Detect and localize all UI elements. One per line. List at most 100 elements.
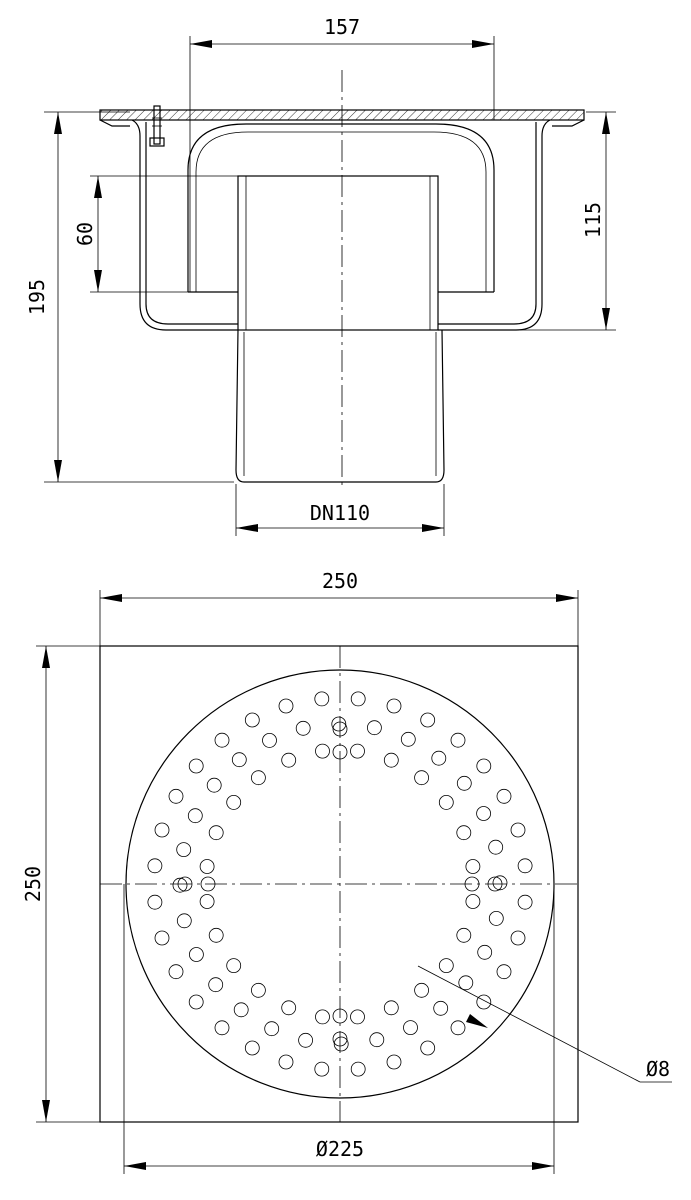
dimension-body-height-label: 115 (581, 202, 605, 238)
drain-hole (214, 1020, 230, 1036)
drain-hole (456, 825, 472, 841)
drain-hole (298, 1032, 314, 1048)
drain-hole (458, 975, 474, 991)
drain-hole (403, 1020, 418, 1035)
dimension-grate-diameter: Ø225 (123, 884, 555, 1174)
drain-hole (278, 1054, 294, 1070)
drain-hole (208, 977, 224, 993)
drain-hole (465, 894, 481, 909)
dimension-inner-height: 60 (73, 175, 238, 293)
drain-hole (420, 712, 436, 728)
drain-hole (433, 1000, 449, 1016)
drain-hole (420, 1040, 436, 1056)
drain-hole (332, 1008, 348, 1024)
plan-view: 250 250 Ø225 Ø8 (21, 569, 672, 1174)
drain-hole (226, 958, 242, 973)
body-inner-right (438, 122, 537, 325)
drain-hole (496, 964, 512, 980)
drain-hole (333, 1036, 349, 1052)
dimension-overall-height-label: 195 (25, 279, 49, 315)
section-view: 157 195 60 115 (25, 15, 616, 536)
drain-hole (250, 982, 266, 998)
dimension-top-width-label: 157 (324, 15, 360, 39)
drain-hole (476, 994, 492, 1010)
drain-hole (366, 720, 382, 736)
drain-hole (262, 733, 277, 748)
outlet-pipe (235, 329, 445, 483)
drain-hole (438, 958, 454, 973)
drain-hole (264, 1021, 280, 1037)
drain-hole (332, 744, 348, 760)
drain-hole (350, 1009, 365, 1025)
dimension-grate-diameter-label: Ø225 (316, 1137, 364, 1161)
drain-hole (496, 788, 512, 804)
drain-holes (147, 691, 533, 1077)
drain-hole (172, 877, 188, 893)
dimension-plate-height-label: 250 (21, 866, 45, 902)
drain-hole (187, 808, 203, 824)
drain-hole (350, 691, 366, 707)
drain-hole (281, 752, 297, 768)
fixing-screw (149, 105, 165, 147)
drain-hole (233, 1002, 249, 1018)
drain-hole (154, 822, 170, 838)
drain-hole (176, 913, 192, 929)
drain-hole (477, 944, 493, 960)
drain-hole (476, 758, 492, 774)
drain-hole (315, 743, 330, 759)
drain-hole (517, 894, 533, 910)
drain-hole (214, 732, 230, 748)
drain-hole (199, 859, 215, 874)
drain-hole (464, 876, 480, 892)
drain-hole (456, 927, 472, 943)
drain-hole (510, 930, 526, 946)
dimension-plate-width-label: 250 (322, 569, 358, 593)
drain-hole (332, 1031, 348, 1047)
dimension-overall-height: 195 (25, 111, 234, 483)
drain-hole (386, 1054, 402, 1070)
drain-hole (488, 839, 504, 855)
drain-hole (331, 716, 347, 732)
drain-hole (208, 927, 224, 943)
drain-hole (244, 712, 260, 728)
drain-hole (208, 825, 224, 841)
hole-leader: Ø8 (417, 965, 672, 1083)
drain-hole (281, 1000, 297, 1016)
dimension-body-height: 115 (520, 111, 616, 331)
drain-hole (431, 750, 447, 766)
drain-hole (295, 720, 311, 736)
drain-hole (226, 795, 242, 810)
dimension-plate-height: 250 (21, 645, 100, 1123)
dimension-plate-width: 250 (99, 569, 579, 646)
drain-hole (488, 911, 504, 926)
hole-diameter-label: Ø8 (646, 1057, 670, 1081)
drain-hole (332, 721, 348, 737)
drain-hole (350, 1061, 366, 1077)
drain-hole (400, 731, 416, 747)
standpipe (237, 175, 439, 331)
drain-hole (154, 930, 170, 946)
flange-right-lip (552, 119, 585, 127)
drain-hole (231, 752, 247, 768)
drain-hole (476, 806, 492, 821)
drain-hole (456, 775, 472, 791)
drain-hole (147, 858, 163, 874)
drain-hole (177, 876, 193, 892)
drain-hole (383, 752, 399, 768)
top-flange (99, 109, 585, 121)
drain-hole (244, 1040, 260, 1056)
drain-hole (188, 758, 204, 774)
drain-hole (465, 859, 481, 874)
drain-hole (176, 842, 192, 857)
body-outer-left (131, 119, 238, 331)
drain-hole (450, 732, 466, 748)
drain-hole (250, 770, 266, 786)
drain-hole (200, 876, 216, 892)
drain-hole (510, 822, 526, 838)
drain-hole (278, 698, 294, 714)
drain-hole (386, 698, 402, 714)
dimension-top-width: 157 (189, 15, 495, 292)
body-inner-left (145, 122, 238, 325)
drain-hole (517, 858, 533, 874)
